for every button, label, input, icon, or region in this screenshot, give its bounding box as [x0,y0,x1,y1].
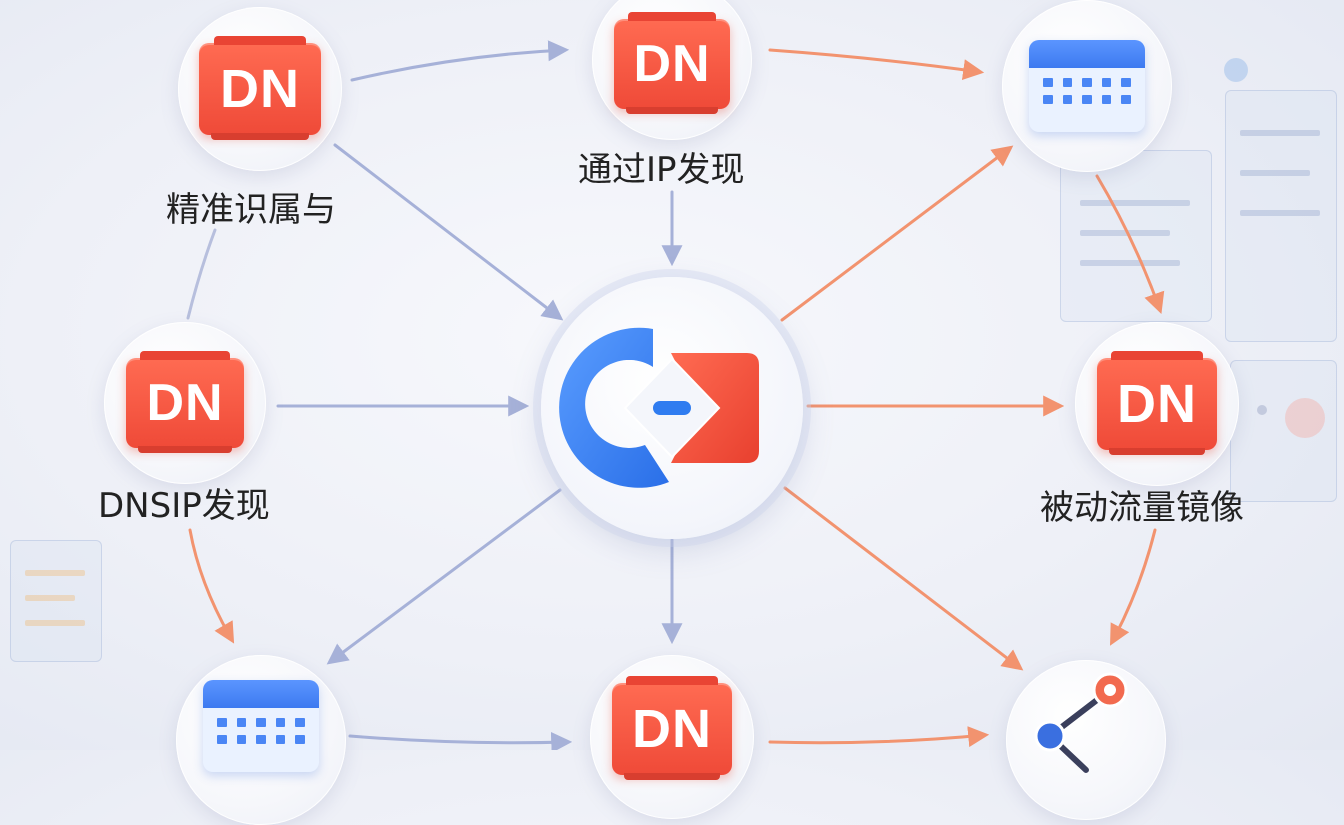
node-bottom-left[interactable] [176,655,346,825]
label-mid-right: 被动流量镜像 [1040,488,1244,528]
background-bar [25,570,85,576]
label-top-left: 精准识属与 [166,190,336,230]
dn-icon: DN [126,351,244,453]
dn-icon: DN [614,12,730,114]
center-hub[interactable] [541,277,803,539]
background-bar [1080,230,1170,236]
label-mid-left: DNSIP发现 [98,486,270,526]
arrow-midleft-to-bottomleft [188,528,235,644]
line-topleft-to-midleft [186,228,217,320]
arrow-bottomcenter-to-bottomright [768,726,990,748]
arrow-topright-to-midright [1095,174,1165,314]
node-top-left[interactable]: DN [178,7,342,171]
arrow-topleft-to-center [333,143,564,321]
node-bottom-center[interactable]: DN [590,655,754,819]
background-panel [10,540,102,662]
background-bar [25,620,85,626]
calendar-icon [203,680,319,773]
background-bar [1080,260,1180,266]
arrow-center-to-bottomright [783,486,1024,671]
arrow-topleft-to-topcenter [350,40,570,82]
node-mid-left[interactable]: DN [104,322,266,484]
node-mid-right[interactable]: DN [1075,322,1239,486]
dn-icon: DN [199,36,321,140]
background-bar [25,595,75,601]
decor-dot [1257,405,1267,415]
share-icon [1034,672,1128,773]
node-bottom-right[interactable] [1006,660,1166,820]
background-panel [1225,90,1337,342]
calendar-icon [1029,40,1145,132]
arrow-bottomleft-to-bottomcenter [348,731,573,750]
hub-logo-icon [559,327,759,488]
node-top-right[interactable] [1002,0,1172,172]
flow-connections [186,40,1325,750]
background-panel [1230,360,1337,502]
arrow-topcenter-to-topright [768,48,985,81]
background-bar [1240,170,1310,176]
dn-icon: DN [612,675,732,780]
arrow-center-to-topright [780,145,1014,322]
label-top-center: 通过IP发现 [578,150,745,190]
decor-dot [1285,398,1325,438]
background-bar [1240,210,1320,216]
background-bar [1240,130,1320,136]
dn-icon: DN [1097,351,1217,455]
background-bar [1080,200,1190,206]
decor-dot [1224,58,1248,82]
background-panel [1060,150,1212,322]
arrow-midright-to-bottomright [1110,528,1157,646]
arrow-center-to-bottomleft [326,488,562,665]
node-top-center[interactable]: DN [592,0,752,140]
